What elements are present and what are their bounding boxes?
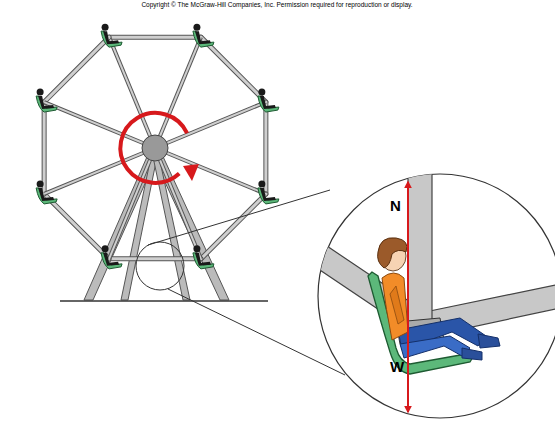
spoke <box>155 102 266 148</box>
rim-bar <box>109 36 201 39</box>
seat <box>101 245 122 269</box>
rim-bar <box>109 35 201 40</box>
rim-bar <box>109 257 201 260</box>
rotation-arrowhead <box>183 164 199 181</box>
wheel-frame <box>44 37 266 259</box>
seat <box>193 24 214 48</box>
zoom-line <box>148 190 330 245</box>
inset-detail <box>308 160 555 412</box>
spoke <box>44 102 155 148</box>
seat <box>258 89 279 113</box>
rim-bar <box>44 194 109 259</box>
copyright-notice: Copyright © The McGraw-Hill Companies, I… <box>141 1 412 8</box>
seat <box>193 245 214 269</box>
rim-bar <box>263 102 268 194</box>
zoom-circle <box>136 242 184 290</box>
hub <box>142 135 168 161</box>
force-label: W <box>390 358 404 375</box>
seat <box>36 180 57 204</box>
rim-bar <box>43 102 46 194</box>
rim-bar <box>42 102 47 194</box>
rim-bar <box>44 37 109 102</box>
rotation-arrow <box>106 99 204 197</box>
spoke <box>44 148 155 194</box>
seat <box>258 180 279 204</box>
seat <box>101 24 122 48</box>
rim-bar <box>109 256 201 261</box>
ground-line <box>60 300 268 302</box>
seat <box>36 89 57 113</box>
rim-bar <box>201 37 266 102</box>
support-legs <box>84 150 229 300</box>
inset-circle <box>318 174 555 418</box>
force-label: N <box>390 197 401 214</box>
rim-bar <box>264 102 267 194</box>
spoke <box>44 102 155 148</box>
rim-bar <box>44 194 109 259</box>
spoke <box>155 102 266 148</box>
rim-bar <box>44 37 109 102</box>
wheel-seats <box>36 24 279 269</box>
rim-bar <box>201 37 266 102</box>
spoke <box>44 148 155 194</box>
